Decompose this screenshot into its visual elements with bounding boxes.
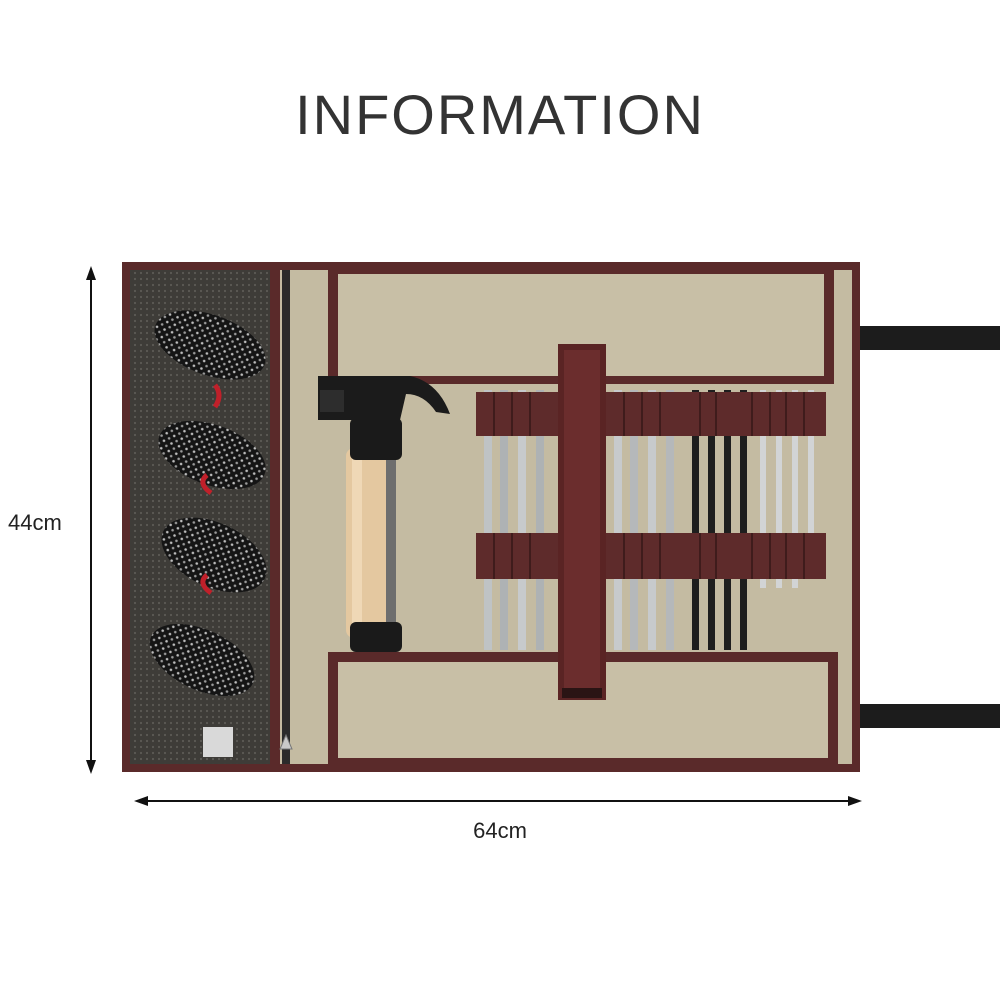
brand-label [203, 727, 233, 757]
height-arrow [86, 266, 96, 774]
hammer [318, 376, 450, 652]
center-strap [558, 344, 606, 700]
top-flap [328, 266, 834, 384]
elastic-loops [476, 392, 826, 579]
page-title: INFORMATION [295, 83, 705, 146]
strap [858, 326, 1000, 728]
width-label: 64cm [473, 818, 527, 843]
width-arrow [134, 796, 862, 806]
rope-bundles [149, 310, 267, 697]
tent-stakes [484, 390, 814, 650]
zipper-pull-icon [279, 733, 293, 750]
height-label: 44cm [8, 510, 62, 535]
